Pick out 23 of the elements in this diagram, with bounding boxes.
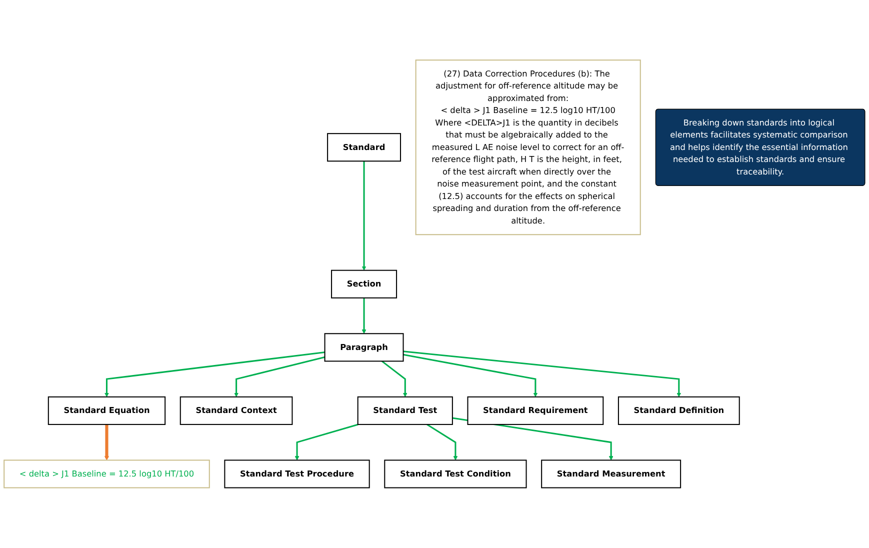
node-box: Standard Context [180, 396, 293, 426]
arrow [234, 356, 325, 398]
arrow [403, 354, 538, 398]
arrow [362, 298, 366, 334]
node-box: Standard Test [357, 396, 453, 426]
arrow [381, 360, 408, 398]
node-box: Paragraph [324, 333, 404, 362]
arrow [362, 161, 366, 271]
node-box: (27) Data Correction Procedures (b): The adjustment for off-reference altitude may be approximated from: < delta > J1 Baseline = 12.5 log10 HT/100 Where <DELTA>J1 is the quantity in decibels that must be algebraically added to the measured L AE noise level to correct for an off-reference flight path, H T is the height, in feet, of the test aircraft when directly over the noise measurement point, and the constant (12.5) accounts for the effects on spherical spreading and duration from the off-reference altitude. [415, 60, 641, 236]
arrow [294, 424, 358, 460]
arrow [104, 424, 109, 460]
node-box: Standard Definition [618, 396, 740, 426]
arrow [104, 352, 325, 398]
node-box: Standard Equation [48, 396, 166, 426]
arrow [426, 424, 458, 460]
node-box: Standard Measurement [541, 460, 682, 488]
node-box: Section [331, 270, 398, 298]
arrow [403, 350, 682, 398]
node-box: Standard [327, 133, 402, 162]
node-box: Standard Requirement [467, 396, 604, 426]
node-box: < delta > J1 Baseline = 12.5 log10 HT/100 [4, 460, 210, 488]
node-box: Standard Test Procedure [224, 460, 370, 488]
node-box: Standard Test Condition [384, 460, 527, 488]
